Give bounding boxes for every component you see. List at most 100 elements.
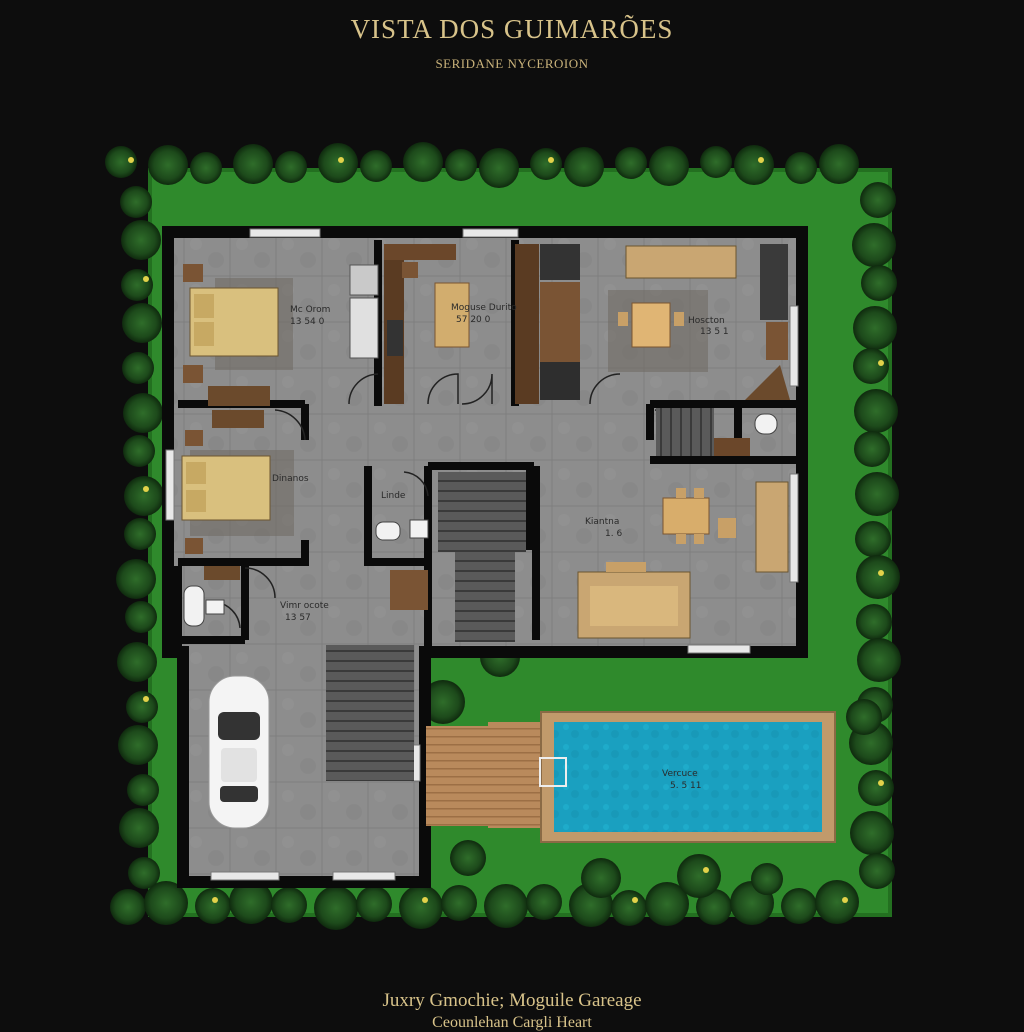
tree-icon — [785, 152, 817, 184]
tree-icon — [852, 223, 896, 267]
flower-icon — [338, 157, 344, 163]
label-dining: Hoscton — [688, 316, 725, 326]
kitchen-counters — [349, 244, 580, 404]
tree-icon — [751, 863, 783, 895]
flower-icon — [548, 157, 554, 163]
tree-icon — [117, 642, 157, 682]
tree-icon — [853, 348, 889, 384]
label-master-bedroom: Mc Orom — [290, 305, 330, 315]
tree-icon — [122, 352, 154, 384]
tree-icon — [615, 147, 647, 179]
tree-icon — [677, 854, 721, 898]
tree-icon — [854, 431, 890, 467]
dims-pool: 5. 5 11 — [670, 781, 702, 791]
tree-icon — [233, 144, 273, 184]
tree-icon — [581, 858, 621, 898]
tree-icon — [403, 142, 443, 182]
tree-icon — [148, 145, 188, 185]
tree-icon — [441, 885, 477, 921]
label-entry: Vimr ocote — [280, 601, 329, 611]
tree-icon — [855, 521, 891, 557]
tree-icon — [123, 393, 163, 433]
flower-icon — [878, 570, 884, 576]
pool-area — [426, 711, 836, 843]
tree-icon — [318, 143, 358, 183]
tree-icon — [190, 152, 222, 184]
tree-icon — [110, 889, 146, 925]
tree-icon — [846, 699, 882, 735]
flower-icon — [878, 360, 884, 366]
tree-icon — [119, 808, 159, 848]
label-pool: Vercuce — [662, 769, 698, 779]
tree-icon — [526, 884, 562, 920]
flower-icon — [422, 897, 428, 903]
tree-icon — [856, 555, 900, 599]
tree-icon — [229, 880, 273, 924]
footer-caption: Juxry Gmochie; Moguile Gareage — [382, 990, 642, 1011]
plan-subtitle: SERIDANE NYCEROION — [435, 56, 589, 71]
tree-icon — [360, 150, 392, 182]
tree-icon — [121, 220, 161, 260]
dining-set — [618, 244, 790, 400]
tree-icon — [700, 146, 732, 178]
tree-icon — [116, 559, 156, 599]
tree-icon — [128, 857, 160, 889]
tree-icon — [195, 888, 231, 924]
footer-subcaption: Ceounlehan Cargli Heart — [432, 1014, 592, 1031]
tree-icon — [127, 774, 159, 806]
flower-icon — [703, 867, 709, 873]
tree-icon — [123, 435, 155, 467]
tree-icon — [819, 144, 859, 184]
tree-icon — [859, 853, 895, 889]
label-laundry: Linde — [381, 491, 406, 501]
staircase-upper — [656, 408, 714, 456]
plan-title: VISTA DOS GUIMARÕES — [350, 14, 674, 44]
dims-dining: 13 5 1 — [700, 327, 729, 337]
tree-icon — [125, 601, 157, 633]
tree-icon — [479, 148, 519, 188]
living-furniture — [577, 481, 789, 639]
tree-icon — [450, 840, 486, 876]
tree-icon — [484, 884, 528, 928]
tree-icon — [856, 604, 892, 640]
car — [208, 675, 270, 829]
tree-icon — [275, 151, 307, 183]
tree-icon — [860, 182, 896, 218]
pool — [554, 722, 822, 832]
tree-icon — [858, 770, 894, 806]
tree-icon — [124, 518, 156, 550]
house — [162, 226, 808, 888]
tree-icon — [421, 680, 465, 724]
tree-icon — [271, 887, 307, 923]
bathroom-fixtures — [183, 413, 778, 627]
flower-icon — [143, 276, 149, 282]
tree-icon — [399, 885, 443, 929]
label-living: Kiantna — [585, 517, 619, 527]
tree-icon — [124, 476, 164, 516]
tree-icon — [696, 889, 732, 925]
dims-living: 1. 6 — [605, 529, 622, 539]
dims-master-bedroom: 13 54 0 — [290, 317, 325, 327]
dims-entry: 13 57 — [285, 613, 311, 623]
flower-icon — [758, 157, 764, 163]
tree-icon — [853, 306, 897, 350]
flower-icon — [212, 897, 218, 903]
flower-icon — [143, 486, 149, 492]
tree-icon — [126, 691, 158, 723]
tree-icon — [144, 881, 188, 925]
flower-icon — [878, 780, 884, 786]
tree-icon — [649, 146, 689, 186]
tree-icon — [815, 880, 859, 924]
master-bed — [183, 264, 279, 406]
flower-icon — [632, 897, 638, 903]
tree-icon — [445, 149, 477, 181]
label-kitchen: Moguse Durito — [451, 303, 517, 313]
flower-icon — [842, 897, 848, 903]
tree-icon — [530, 148, 562, 180]
tree-icon — [854, 389, 898, 433]
room-labels: Mc Orom 13 54 0 Moguse Durito 57 20 0 Ho… — [272, 303, 729, 791]
tree-icon — [118, 725, 158, 765]
dims-kitchen: 57 20 0 — [456, 315, 491, 325]
flower-icon — [143, 696, 149, 702]
